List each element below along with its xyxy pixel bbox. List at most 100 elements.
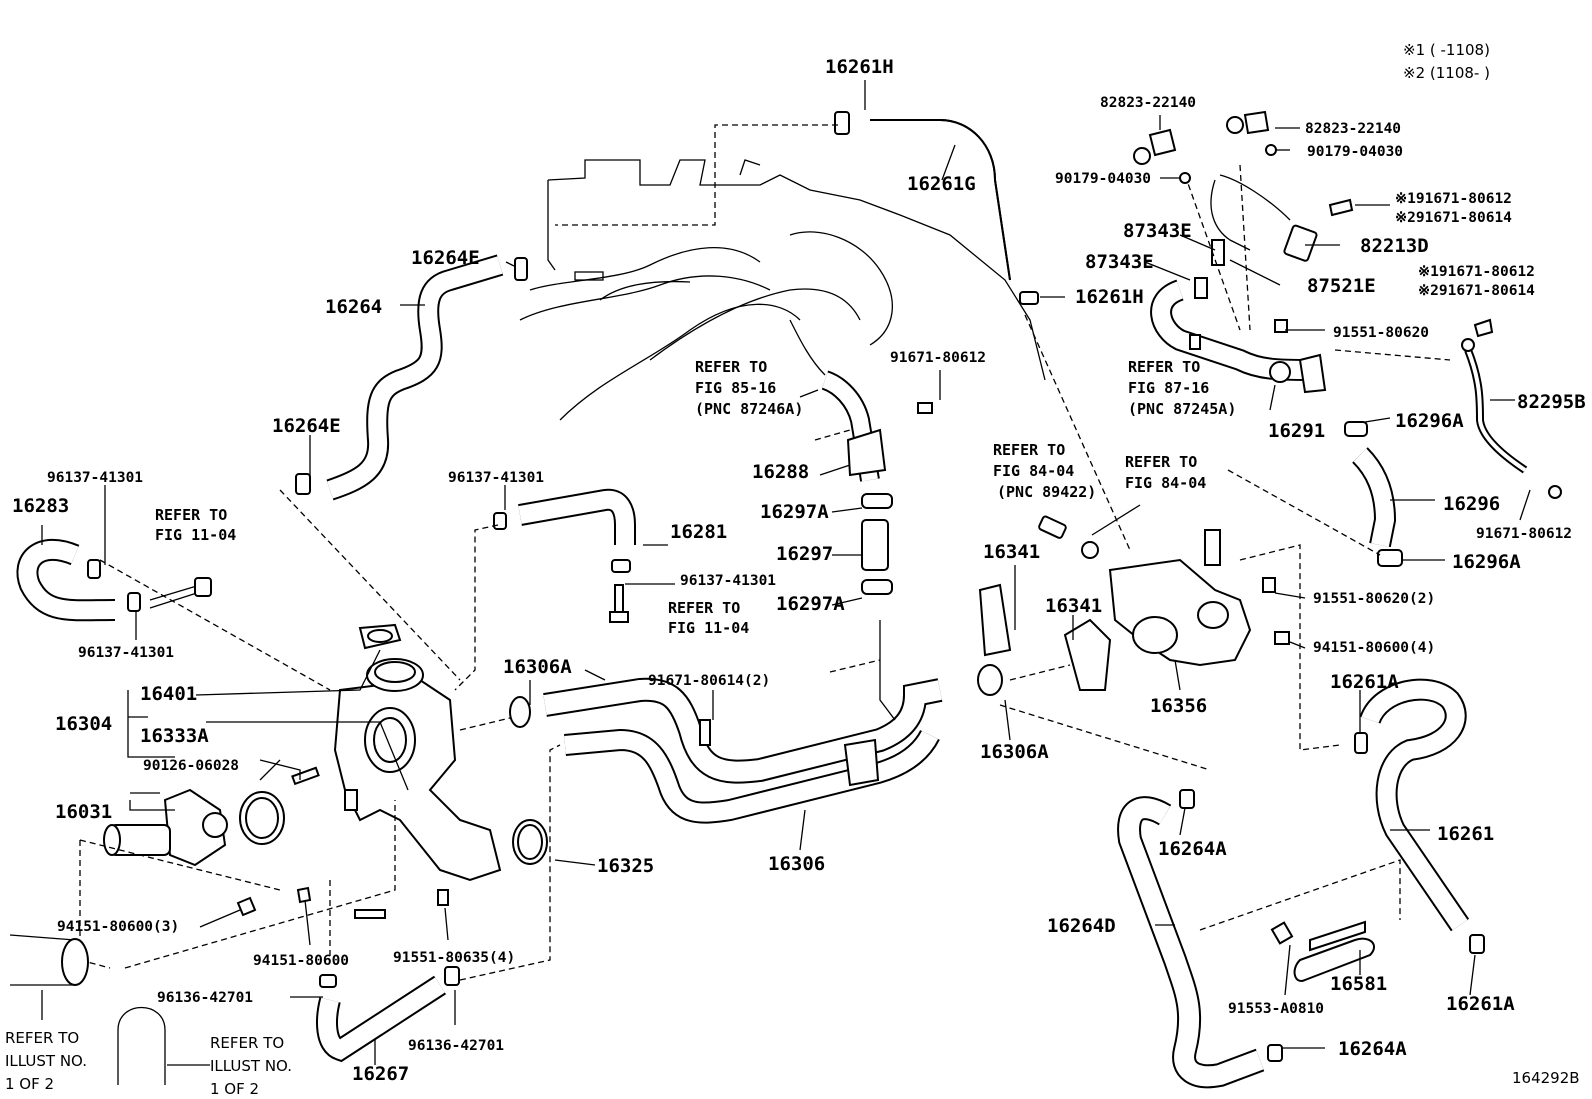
hose-16264 xyxy=(295,254,528,501)
hose-16261g xyxy=(834,111,1039,305)
label-16261h-top[interactable]: 16261H xyxy=(825,56,894,78)
ref-fig84-b-line1[interactable]: REFER TO xyxy=(1125,453,1197,471)
label-82295b[interactable]: 82295B xyxy=(1517,391,1586,413)
ref-illust-a-line2[interactable]: ILLUST NO. xyxy=(5,1052,87,1070)
ref-fig85-line1[interactable]: REFER TO xyxy=(695,358,767,376)
ref-hose-bottom-left xyxy=(9,934,166,1085)
ref-fig87-line2[interactable]: FIG 87-16 xyxy=(1128,379,1209,397)
label-16288[interactable]: 16288 xyxy=(752,461,809,483)
label-16401[interactable]: 16401 xyxy=(140,683,197,705)
label-16306[interactable]: 16306 xyxy=(768,853,825,875)
label-16261[interactable]: 16261 xyxy=(1437,823,1494,845)
label-16356[interactable]: 16356 xyxy=(1150,695,1207,717)
label-16261h-right[interactable]: 16261H xyxy=(1075,286,1144,308)
label-91671-80612-r1[interactable]: ※191671-80612 xyxy=(1395,191,1512,207)
label-94151-4[interactable]: 94151-80600(4) xyxy=(1313,640,1435,656)
ref-fig85-line3[interactable]: (PNC 87246A) xyxy=(695,400,803,418)
label-91551-80635[interactable]: 91551-80635(4) xyxy=(393,950,515,966)
ref-fig11-a-line1[interactable]: REFER TO xyxy=(155,506,227,524)
ref-fig87-line3[interactable]: (PNC 87245A) xyxy=(1128,400,1236,418)
hose-16267 xyxy=(316,966,460,1063)
label-16341-top[interactable]: 16341 xyxy=(983,541,1040,563)
ref-fig11-a-line2[interactable]: FIG 11-04 xyxy=(155,526,236,544)
label-16333a[interactable]: 16333A xyxy=(140,725,209,747)
label-16264d[interactable]: 16264D xyxy=(1047,915,1116,937)
label-91551-80620-2[interactable]: 91551-80620(2) xyxy=(1313,591,1435,607)
ref-fig84-a-line2[interactable]: FIG 84-04 xyxy=(993,462,1074,480)
hose-16283 xyxy=(16,538,212,622)
label-16306a-right[interactable]: 16306A xyxy=(980,741,1049,763)
ref-illust-b-line3[interactable]: 1 OF 2 xyxy=(210,1080,259,1098)
bypass-pipe-16291 xyxy=(1150,174,1327,394)
hose-16296 xyxy=(1344,421,1403,567)
ref-fig84-a-line1[interactable]: REFER TO xyxy=(993,441,1065,459)
hose-16264d xyxy=(1117,789,1283,1089)
label-96137-c[interactable]: 96137-41301 xyxy=(448,470,544,486)
label-94151-3[interactable]: 94151-80600(3) xyxy=(57,919,179,935)
label-96136-right[interactable]: 96136-42701 xyxy=(408,1038,504,1054)
hose-82295b xyxy=(1461,338,1562,499)
label-16267[interactable]: 16267 xyxy=(352,1063,409,1085)
label-96136-left[interactable]: 96136-42701 xyxy=(157,990,253,1006)
label-96137-a[interactable]: 96137-41301 xyxy=(47,470,143,486)
label-16297a-bot[interactable]: 16297A xyxy=(776,593,845,615)
ref-illust-b-line1[interactable]: REFER TO xyxy=(210,1034,284,1052)
label-16297a-top[interactable]: 16297A xyxy=(760,501,829,523)
label-16264a-bot[interactable]: 16264A xyxy=(1338,1038,1407,1060)
ref-fig84-a-line3[interactable]: (PNC 89422) xyxy=(997,483,1096,501)
label-91551-80620[interactable]: 91551-80620 xyxy=(1333,325,1429,341)
label-87343e-1[interactable]: 87343E xyxy=(1123,220,1192,242)
label-16261a-bot[interactable]: 16261A xyxy=(1446,993,1515,1015)
label-16304[interactable]: 16304 xyxy=(55,713,112,735)
label-91671-80612-r2[interactable]: ※191671-80612 xyxy=(1418,264,1535,280)
label-16297[interactable]: 16297 xyxy=(776,543,833,565)
ref-illust-b-line2[interactable]: ILLUST NO. xyxy=(210,1057,292,1075)
label-90126[interactable]: 90126-06028 xyxy=(143,758,239,774)
label-91671-80614-r1[interactable]: ※291671-80614 xyxy=(1395,210,1512,226)
label-82213d[interactable]: 82213D xyxy=(1360,235,1429,257)
label-16296a-top[interactable]: 16296A xyxy=(1395,410,1464,432)
label-90179-left[interactable]: 90179-04030 xyxy=(1055,171,1151,187)
label-91671-80612-mid[interactable]: 91671-80612 xyxy=(890,350,986,366)
water-inlet-housing xyxy=(291,623,502,919)
refer-blocks: REFER TO FIG 11-04 REFER TO FIG 11-04 RE… xyxy=(5,358,1236,1098)
ref-illust-a-line3[interactable]: 1 OF 2 xyxy=(5,1075,54,1093)
label-96137-b[interactable]: 96137-41301 xyxy=(78,645,174,661)
label-87343e-2[interactable]: 87343E xyxy=(1085,251,1154,273)
label-16306a-left[interactable]: 16306A xyxy=(503,656,572,678)
label-91671-80612-r3[interactable]: 91671-80612 xyxy=(1476,526,1572,542)
ref-fig84-b-line2[interactable]: FIG 84-04 xyxy=(1125,474,1206,492)
bracket-16581 xyxy=(1270,920,1375,982)
ref-illust-a-line1[interactable]: REFER TO xyxy=(5,1029,79,1047)
label-87521e[interactable]: 87521E xyxy=(1307,275,1376,297)
leader-lines xyxy=(41,80,1531,1066)
label-82823-left[interactable]: 82823-22140 xyxy=(1100,95,1196,111)
note-2: ※2 (1108- ) xyxy=(1403,64,1490,82)
ref-fig85-line2[interactable]: FIG 85-16 xyxy=(695,379,776,397)
label-16581[interactable]: 16581 xyxy=(1330,973,1387,995)
label-16261g[interactable]: 16261G xyxy=(907,173,976,195)
label-16264e-top[interactable]: 16264E xyxy=(411,247,480,269)
label-96137-d[interactable]: 96137-41301 xyxy=(680,573,776,589)
label-16261a-top[interactable]: 16261A xyxy=(1330,671,1399,693)
label-16281[interactable]: 16281 xyxy=(670,521,727,543)
label-94151[interactable]: 94151-80600 xyxy=(253,953,349,969)
ref-fig87-line1[interactable]: REFER TO xyxy=(1128,358,1200,376)
label-16031[interactable]: 16031 xyxy=(55,801,112,823)
label-91671-80614-r2[interactable]: ※291671-80614 xyxy=(1418,283,1535,299)
label-16264e-mid[interactable]: 16264E xyxy=(272,415,341,437)
label-16341-mid[interactable]: 16341 xyxy=(1045,595,1102,617)
label-16296[interactable]: 16296 xyxy=(1443,493,1500,515)
label-91553[interactable]: 91553-A0810 xyxy=(1228,1001,1324,1017)
label-16325[interactable]: 16325 xyxy=(597,855,654,877)
label-16264a-top[interactable]: 16264A xyxy=(1158,838,1227,860)
label-90179-right[interactable]: 90179-04030 xyxy=(1307,144,1403,160)
ref-fig11-b-line1[interactable]: REFER TO xyxy=(668,599,740,617)
ref-fig11-b-line2[interactable]: FIG 11-04 xyxy=(668,619,749,637)
label-16291[interactable]: 16291 xyxy=(1268,420,1325,442)
label-16296a-bot[interactable]: 16296A xyxy=(1452,551,1521,573)
label-16264[interactable]: 16264 xyxy=(325,296,382,318)
label-82823-right[interactable]: 82823-22140 xyxy=(1305,121,1401,137)
label-91671-80614-2[interactable]: 91671-80614(2) xyxy=(648,673,770,689)
label-16283[interactable]: 16283 xyxy=(12,495,69,517)
